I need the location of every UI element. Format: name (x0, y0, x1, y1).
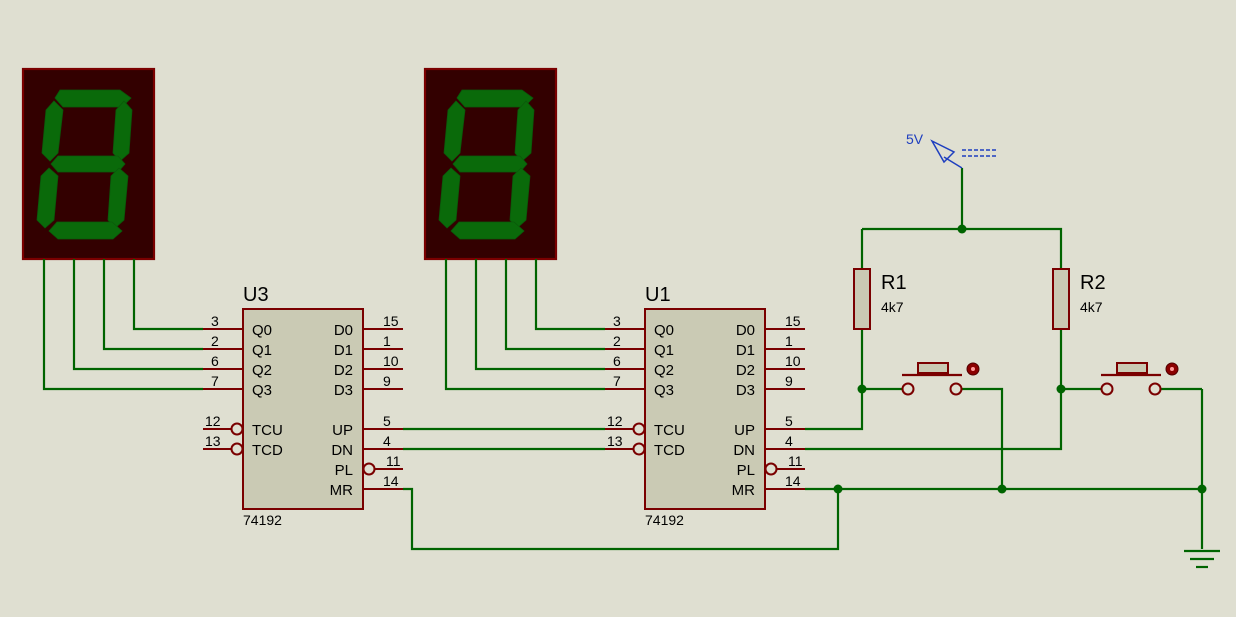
u1-pin-num: 15 (785, 313, 801, 329)
u1-pin-name: TCU (654, 422, 685, 439)
u1-pin-name: Q3 (654, 382, 674, 399)
u1-pin-name: D0 (736, 322, 755, 339)
u1-pin-num: 9 (785, 373, 793, 389)
u1-pin-num: 7 (613, 373, 621, 389)
u3-pin-name: D0 (334, 322, 353, 339)
u1-pin-name: TCD (654, 442, 685, 459)
u3-pin-num: 15 (383, 313, 399, 329)
u1-pin-name: D1 (736, 342, 755, 359)
u3-pin-num: 2 (211, 333, 219, 349)
u1-pin-name: MR (732, 482, 755, 499)
u1-ref-label: U1 (645, 284, 671, 306)
u1-pin-num: 5 (785, 413, 793, 429)
u1-pin-name: PL (737, 462, 755, 479)
u3-pin-name: D3 (334, 382, 353, 399)
u3-pin-num: 11 (386, 453, 401, 469)
u1-pin-num: 13 (607, 433, 623, 449)
u1-pin-num: 3 (613, 313, 621, 329)
u1-pin-name: Q0 (654, 322, 674, 339)
u3-part-label: 74192 (243, 512, 282, 528)
u3-pin-num: 10 (383, 353, 399, 369)
u3-pin-name: Q0 (252, 322, 272, 339)
push-button-1[interactable] (901, 362, 980, 396)
junctions (833, 224, 1207, 494)
u1-pin-num: 14 (785, 473, 801, 489)
u1-pin-num: 12 (607, 413, 623, 429)
resistor-r2[interactable]: R2 4k7 (1052, 268, 1106, 330)
u1-pin-num: 10 (785, 353, 801, 369)
u3-pin-name: Q2 (252, 362, 272, 379)
u3-pin-name: Q1 (252, 342, 272, 359)
u3-pin-num: 7 (211, 373, 219, 389)
u3-pin-name: UP (332, 422, 353, 439)
u1-pin-name: D2 (736, 362, 755, 379)
u3-pin-name: TCD (252, 442, 283, 459)
r1-value-label: 4k7 (881, 299, 904, 315)
seven-segment-display-2[interactable] (423, 67, 558, 261)
ic-u3[interactable]: U3 74192 3 2 6 7 12 13 Q0 Q1 Q2 Q3 TCU T… (203, 284, 403, 528)
u1-pin-num: 1 (785, 333, 793, 349)
power-label: 5V (906, 131, 924, 147)
u1-pin-num: 2 (613, 333, 621, 349)
r2-value-label: 4k7 (1080, 299, 1103, 315)
u1-pin-num: 4 (785, 433, 793, 449)
u3-pin-num: 5 (383, 413, 391, 429)
u3-pin-name: TCU (252, 422, 283, 439)
u1-pin-name: Q2 (654, 362, 674, 379)
u3-pin-num: 13 (205, 433, 221, 449)
u1-pin-name: Q1 (654, 342, 674, 359)
u3-pin-num: 1 (383, 333, 391, 349)
u3-pin-name: D2 (334, 362, 353, 379)
u1-pin-name: D3 (736, 382, 755, 399)
u3-ref-label: U3 (243, 284, 269, 306)
u3-pin-num: 14 (383, 473, 399, 489)
power-terminal[interactable]: 5V (906, 131, 998, 169)
u3-pin-name: PL (335, 462, 353, 479)
u1-pin-name: UP (734, 422, 755, 439)
u3-pin-num: 4 (383, 433, 391, 449)
wires (42, 168, 1204, 551)
u3-pin-num: 12 (205, 413, 221, 429)
u3-pin-name: MR (330, 482, 353, 499)
u3-pin-num: 3 (211, 313, 219, 329)
u3-pin-name: D1 (334, 342, 353, 359)
r1-ref-label: R1 (881, 272, 907, 294)
u1-pin-num: 11 (788, 453, 803, 469)
ic-u1[interactable]: U1 74192 3 2 6 7 12 13 Q0 Q1 Q2 Q3 TCU T… (605, 284, 805, 528)
u3-pin-name: DN (331, 442, 353, 459)
push-button-2[interactable] (1100, 362, 1179, 396)
u1-pin-num: 6 (613, 353, 621, 369)
r2-ref-label: R2 (1080, 272, 1106, 294)
resistor-r1[interactable]: R1 4k7 (853, 268, 907, 330)
ground-symbol[interactable] (1184, 549, 1220, 569)
seven-segment-display-1[interactable] (21, 67, 156, 261)
u3-pin-num: 9 (383, 373, 391, 389)
u1-pin-name: DN (733, 442, 755, 459)
u1-part-label: 74192 (645, 512, 684, 528)
u3-pin-name: Q3 (252, 382, 272, 399)
u3-pin-num: 6 (211, 353, 219, 369)
